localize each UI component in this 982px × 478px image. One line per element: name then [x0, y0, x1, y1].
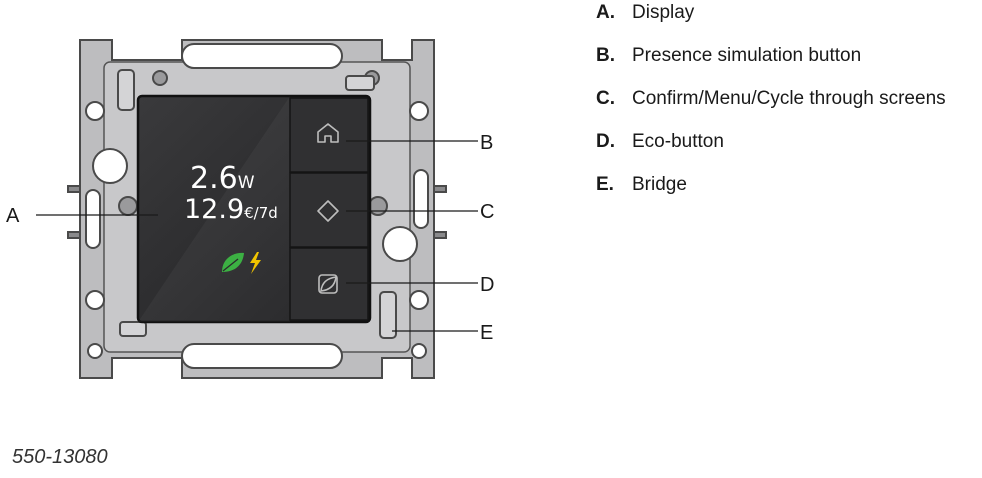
- eco-leaf-icon: [318, 274, 338, 294]
- lightning-icon: [250, 252, 261, 274]
- confirm-menu-button[interactable]: [289, 172, 369, 248]
- display: 2.6W 12.9€/7d: [184, 161, 278, 274]
- button-column: [289, 97, 369, 321]
- callout-e: E: [480, 322, 493, 344]
- power-reading: 2.6W: [190, 161, 255, 196]
- legend-item-bridge: E. Bridge: [596, 172, 946, 215]
- legend-item-presence: B. Presence simulation button: [596, 43, 946, 86]
- legend-label: Confirm/Menu/Cycle through screens: [632, 88, 946, 109]
- callout-a: A: [6, 205, 20, 227]
- legend-key: D.: [596, 131, 615, 152]
- legend-label: Presence simulation button: [632, 45, 862, 66]
- callout-d: D: [480, 274, 494, 296]
- cost-unit: €/7d: [244, 204, 278, 222]
- legend-item-eco: D. Eco-button: [596, 129, 946, 172]
- legend-key: A.: [596, 2, 615, 23]
- legend-key: C.: [596, 88, 615, 109]
- power-value: 2.6: [190, 161, 238, 196]
- legend: A. Display B. Presence simulation button C…: [596, 0, 946, 215]
- cost-value: 12.9: [184, 194, 244, 225]
- callout-b: B: [480, 132, 493, 154]
- home-icon: [317, 123, 339, 143]
- legend-label: Display: [632, 2, 695, 23]
- presence-simulation-button[interactable]: [289, 97, 369, 173]
- callout-lines: [36, 140, 478, 332]
- callout-c: C: [480, 201, 494, 223]
- legend-label: Eco-button: [632, 131, 724, 152]
- eco-button[interactable]: [289, 247, 369, 321]
- legend-label: Bridge: [632, 174, 687, 195]
- model-number: 550-13080: [12, 446, 108, 468]
- cost-reading: 12.9€/7d: [184, 194, 278, 225]
- legend-item-confirm: C. Confirm/Menu/Cycle through screens: [596, 86, 946, 129]
- legend-item-display: A. Display: [596, 0, 946, 43]
- legend-key: B.: [596, 45, 615, 66]
- power-unit: W: [238, 173, 255, 193]
- diamond-icon: [317, 200, 339, 222]
- legend-key: E.: [596, 174, 614, 195]
